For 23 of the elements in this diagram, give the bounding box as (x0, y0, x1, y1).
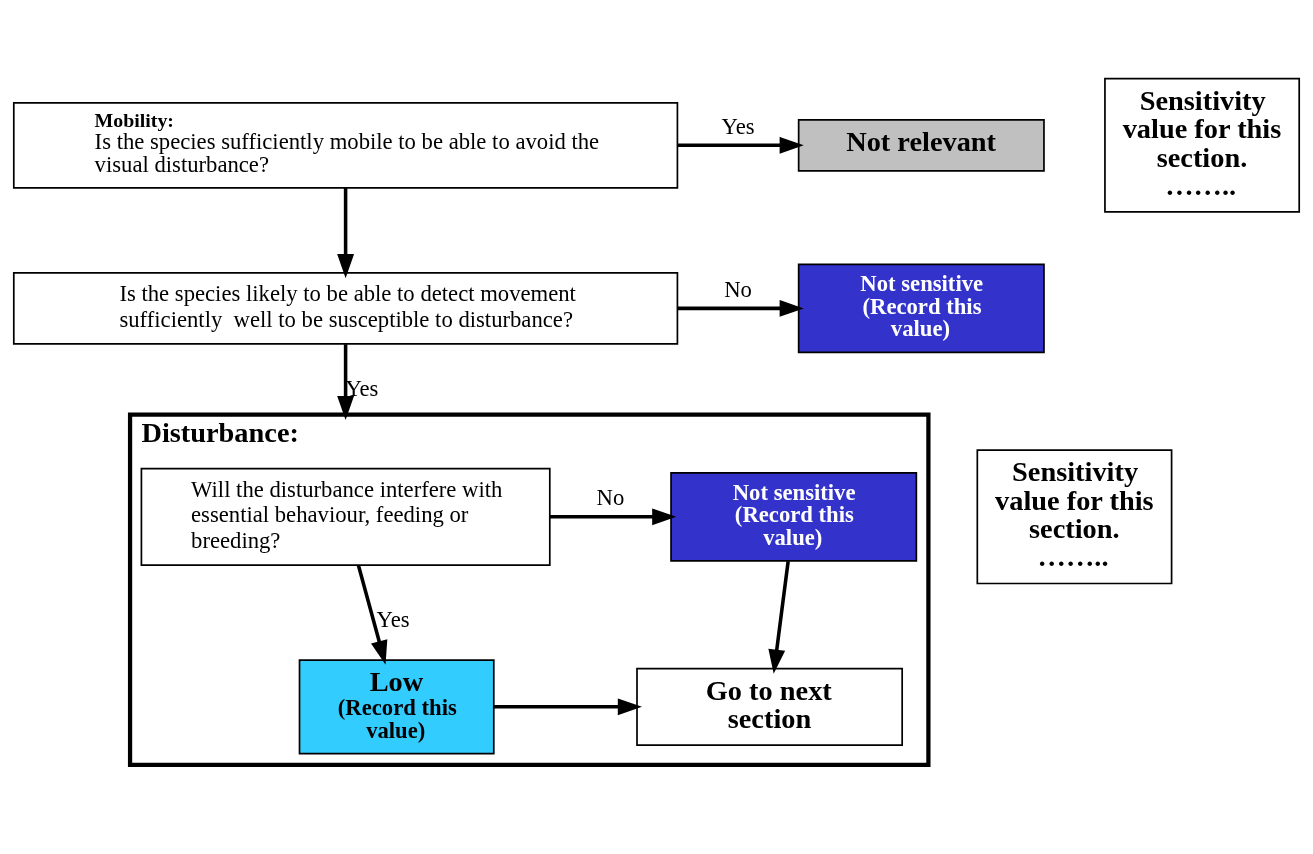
node-box: Is the species likely to be able to detect movement sufficiently well to be susceptible to disturbance? (12, 271, 679, 345)
edge-label: Yes (345, 375, 379, 401)
node-box: Not sensitive (Record this value) (797, 263, 1045, 353)
node-box: Will the disturbance interfere with essential behaviour, feeding or breeding? (140, 467, 551, 566)
node-box: Sensitivity value for this section. …….. (976, 448, 1173, 584)
node-box: Sensitivity value for this section. …….. (1104, 77, 1301, 213)
arrow (768, 560, 790, 674)
arrow (677, 299, 804, 317)
node-box: Mobility: Is the species sufficiently mobile to be able to avoid the visual disturbance? (12, 101, 679, 189)
edge-label: Yes (721, 113, 755, 139)
arrow (356, 564, 388, 665)
edge-label: No (596, 484, 625, 510)
arrow (337, 187, 355, 278)
node-box: Go to next section (636, 667, 903, 746)
node-box: Not relevant (797, 118, 1045, 172)
arrow (493, 697, 642, 715)
edge-label: Yes (376, 606, 410, 632)
arrow (337, 343, 355, 420)
node-box: Low (Record this value) (298, 658, 495, 754)
arrow (677, 136, 804, 154)
arrow (550, 507, 677, 525)
node-box: Not sensitive (Record this value) (670, 471, 918, 562)
edge-label: No (724, 276, 752, 302)
